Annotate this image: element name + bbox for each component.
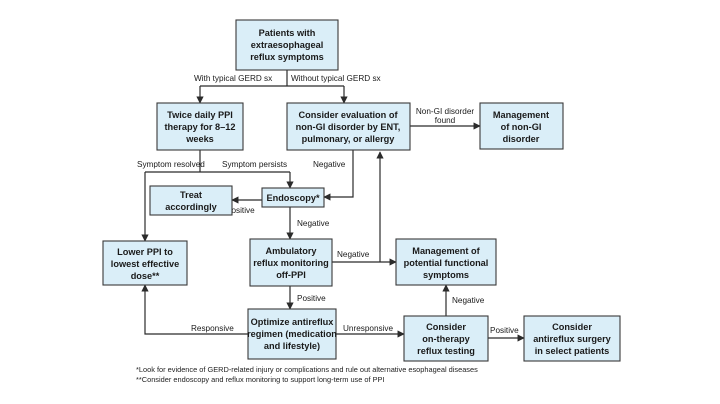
node-ppi: Twice daily PPI therapy for 8–12 weeks [156, 102, 244, 151]
node-patients: Patients with extraesophageal reflux sym… [235, 19, 339, 71]
svg-text:off-PPI: off-PPI [276, 270, 306, 280]
label-without-typical: Without typical GERD sx [291, 74, 381, 83]
svg-text:accordingly: accordingly [165, 202, 217, 212]
label-eval-negative: Negative [313, 160, 346, 169]
svg-text:Management: Management [493, 110, 549, 120]
svg-text:reflux monitoring: reflux monitoring [253, 258, 329, 268]
node-surgery: Consider antireflux surgery in select pa… [523, 315, 621, 362]
node-lower-ppi: Lower PPI to lowest effective dose** [102, 240, 188, 286]
label-amb-positive: Positive [297, 294, 326, 303]
svg-text:in select patients: in select patients [535, 346, 610, 356]
node-treat: Treat accordingly [149, 185, 233, 216]
svg-text:extraesophageal: extraesophageal [251, 40, 324, 50]
svg-text:dose**: dose** [131, 271, 160, 281]
label-test-negative: Negative [452, 296, 485, 305]
svg-text:on-therapy: on-therapy [422, 334, 470, 344]
svg-text:weeks: weeks [185, 134, 214, 144]
svg-text:antireflux surgery: antireflux surgery [533, 334, 611, 344]
node-functional: Management of potential functional sympt… [395, 238, 497, 286]
svg-text:pulmonary, or allergy: pulmonary, or allergy [302, 134, 396, 144]
svg-text:Optimize antireflux: Optimize antireflux [251, 317, 335, 327]
svg-text:non-GI disorder by ENT,: non-GI disorder by ENT, [296, 122, 401, 132]
label-responsive: Responsive [191, 324, 234, 333]
footnote-2: **Consider endoscopy and reflux monitori… [136, 375, 385, 384]
svg-text:reflux symptoms: reflux symptoms [250, 52, 324, 62]
svg-text:Consider evaluation of: Consider evaluation of [298, 110, 398, 120]
label-typical: With typical GERD sx [194, 74, 272, 83]
edge-labels: With typical GERD sx Without typical GER… [137, 74, 519, 335]
label-symptom-persists: Symptom persists [222, 160, 287, 169]
svg-text:disorder: disorder [503, 134, 540, 144]
edge-eval-negative [323, 150, 354, 201]
svg-text:therapy for 8–12: therapy for 8–12 [165, 122, 236, 132]
svg-text:and lifestyle): and lifestyle) [264, 341, 320, 351]
label-nongi-found-2: found [435, 116, 456, 125]
svg-text:reflux testing: reflux testing [417, 346, 475, 356]
label-endo-negative: Negative [297, 219, 330, 228]
svg-text:Patients with: Patients with [259, 28, 316, 38]
edges [141, 70, 525, 342]
svg-text:of non-GI: of non-GI [501, 122, 542, 132]
node-ambulatory: Ambulatory reflux monitoring off-PPI [249, 238, 333, 287]
footnote-1: *Look for evidence of GERD-related injur… [136, 365, 478, 374]
node-evaluation: Consider evaluation of non-GI disorder b… [286, 102, 411, 151]
label-endo-positive: Positive [226, 206, 255, 215]
svg-text:Consider: Consider [426, 322, 466, 332]
label-unresponsive: Unresponsive [343, 324, 394, 333]
edge-responsive [141, 284, 248, 335]
svg-text:Twice daily PPI: Twice daily PPI [167, 110, 233, 120]
svg-text:Ambulatory: Ambulatory [265, 246, 317, 256]
svg-text:Treat: Treat [180, 190, 202, 200]
svg-text:potential functional: potential functional [404, 258, 489, 268]
svg-text:lowest effective: lowest effective [111, 259, 179, 269]
svg-text:symptoms: symptoms [423, 270, 469, 280]
label-test-positive: Positive [490, 326, 519, 335]
node-endoscopy: Endoscopy* [261, 187, 325, 208]
label-nongi-found-1: Non-GI disorder [416, 107, 475, 116]
svg-text:Management of: Management of [412, 246, 480, 256]
node-on-therapy: Consider on-therapy reflux testing [403, 315, 489, 362]
node-optimize: Optimize antireflux regimen (medication … [247, 308, 337, 360]
svg-text:regimen (medication: regimen (medication [247, 329, 337, 339]
label-amb-negative: Negative [337, 250, 370, 259]
svg-text:Lower PPI to: Lower PPI to [117, 247, 173, 257]
svg-text:Consider: Consider [552, 322, 592, 332]
label-symptom-resolved: Symptom resolved [137, 160, 205, 169]
node-management-nongi: Management of non-GI disorder [479, 102, 564, 150]
svg-text:Endoscopy*: Endoscopy* [266, 193, 320, 203]
